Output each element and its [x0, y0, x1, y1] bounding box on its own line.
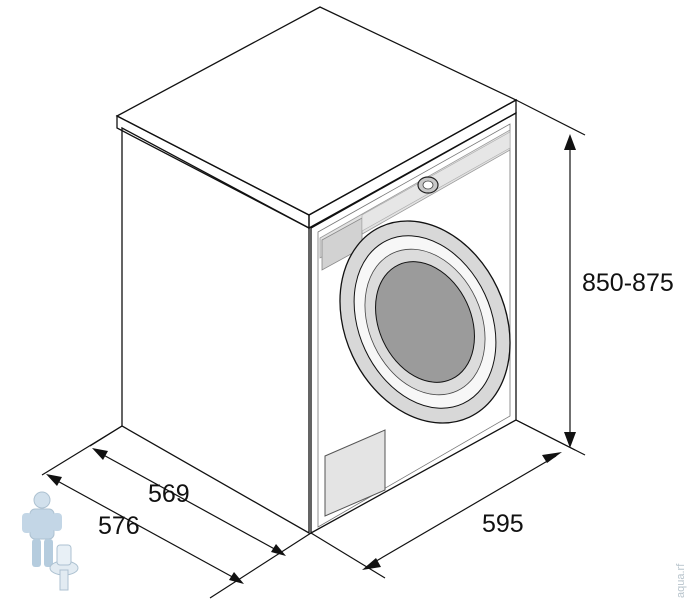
door-glass — [375, 261, 475, 383]
machine-side-panel — [121, 126, 310, 535]
machine-top-surface — [115, 6, 518, 216]
depth-total-label: 576 — [98, 512, 140, 540]
depth-total-dimension — [46, 474, 244, 584]
plumber-logo-icon — [22, 491, 79, 591]
depth-body-dimension — [92, 448, 286, 556]
watermark-text: aqua.rf — [675, 563, 687, 598]
height-dimension — [564, 134, 576, 448]
width-label: 595 — [482, 510, 524, 538]
machine-top-lip — [116, 114, 310, 230]
door — [339, 220, 511, 424]
program-knob-icon — [417, 176, 439, 194]
depth-body-label: 569 — [148, 480, 190, 508]
machine-front-inner-edge — [317, 123, 511, 528]
width-dimension — [362, 452, 562, 570]
filter-hatch — [324, 429, 386, 517]
height-label: 850-875 — [582, 269, 674, 297]
